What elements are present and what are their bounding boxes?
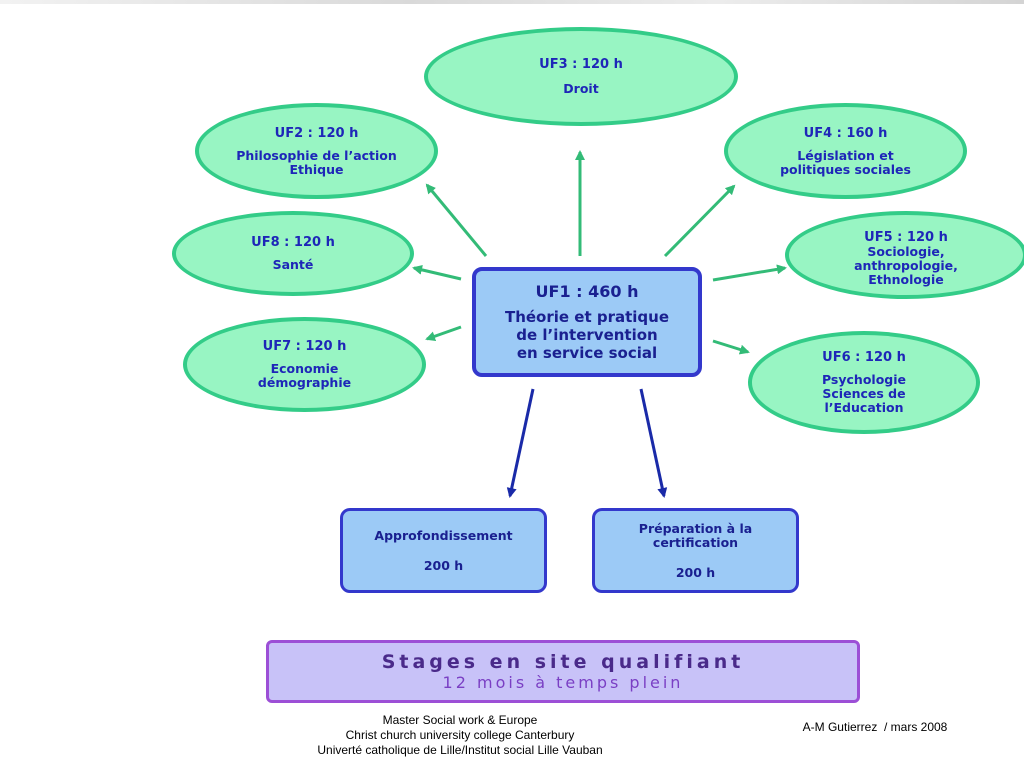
approfondissement-label: Approfondissement	[374, 527, 513, 543]
author-date: A-M Gutierrez / mars 2008	[802, 720, 948, 734]
preparation-certification-hours: 200 h	[675, 564, 716, 580]
uf6-title: UF6 : 120 h	[822, 350, 906, 365]
uf4-title: UF4 : 160 h	[803, 125, 888, 141]
uf6-node: UF6 : 120 h Psychologie Sciences de l’Ed…	[748, 331, 980, 434]
footer-credits: Master Social work & Europe Christ churc…	[300, 713, 620, 758]
arrow-to-uf8	[412, 264, 462, 281]
arrow-to-uf2	[425, 183, 488, 257]
uf4-description: Législation et politiques sociales	[780, 147, 911, 177]
uf3-description: Droit	[563, 81, 599, 96]
uf8-title: UF8 : 120 h	[251, 235, 335, 250]
uf5-node: UF5 : 120 h Sociologie, anthropologie, E…	[785, 211, 1024, 299]
uf8-description: Santé	[272, 257, 314, 272]
uf1-center-node: UF1 : 460 h Théorie et pratique de l’int…	[472, 267, 702, 377]
approfondissement-box: Approfondissement 200 h	[340, 508, 547, 593]
arrow-to-preparation	[639, 388, 668, 498]
arrow-to-approfondissement	[506, 388, 535, 498]
uf1-description: Théorie et pratique de l’intervention en…	[504, 308, 670, 362]
stages-title: Stages en site qualifiant	[381, 650, 745, 673]
stages-banner: Stages en site qualifiant 12 mois à temp…	[266, 640, 860, 703]
arrow-to-uf5	[712, 264, 787, 282]
uf5-description: Sociologie, anthropologie, Ethnologie	[854, 244, 958, 287]
uf3-title: UF3 : 120 h	[539, 57, 623, 72]
uf7-description: Economie démographie	[257, 361, 352, 390]
uf5-title: UF5 : 120 h	[864, 230, 948, 245]
footer-line-2: Christ church university college Canterb…	[345, 728, 575, 742]
uf6-description: Psychologie Sciences de l’Education	[821, 372, 906, 415]
uf2-node: UF2 : 120 h Philosophie de l’action Ethi…	[195, 103, 438, 199]
arrow-to-uf4	[663, 184, 736, 258]
uf2-title: UF2 : 120 h	[274, 125, 359, 141]
uf2-description: Philosophie de l’action Ethique	[236, 147, 397, 177]
uf3-node: UF3 : 120 h Droit	[424, 27, 738, 126]
uf4-node: UF4 : 160 h Législation et politiques so…	[724, 103, 967, 199]
uf7-node: UF7 : 120 h Economie démographie	[183, 317, 426, 412]
footer-line-1: Master Social work & Europe	[382, 713, 538, 727]
top-decorative-band	[0, 0, 1024, 4]
approfondissement-hours: 200 h	[423, 557, 464, 573]
arrow-to-uf6	[712, 339, 750, 355]
preparation-certification-box: Préparation à la certification 200 h	[592, 508, 799, 593]
footer-line-3: Univerté catholique de Lille/Institut so…	[317, 743, 603, 757]
preparation-certification-label: Préparation à la certification	[638, 520, 753, 550]
arrow-to-uf7	[425, 325, 462, 342]
uf8-node: UF8 : 120 h Santé	[172, 211, 414, 296]
uf7-title: UF7 : 120 h	[262, 339, 347, 354]
uf1-title: UF1 : 460 h	[535, 282, 639, 301]
stages-subtitle: 12 mois à temps plein	[442, 672, 684, 692]
